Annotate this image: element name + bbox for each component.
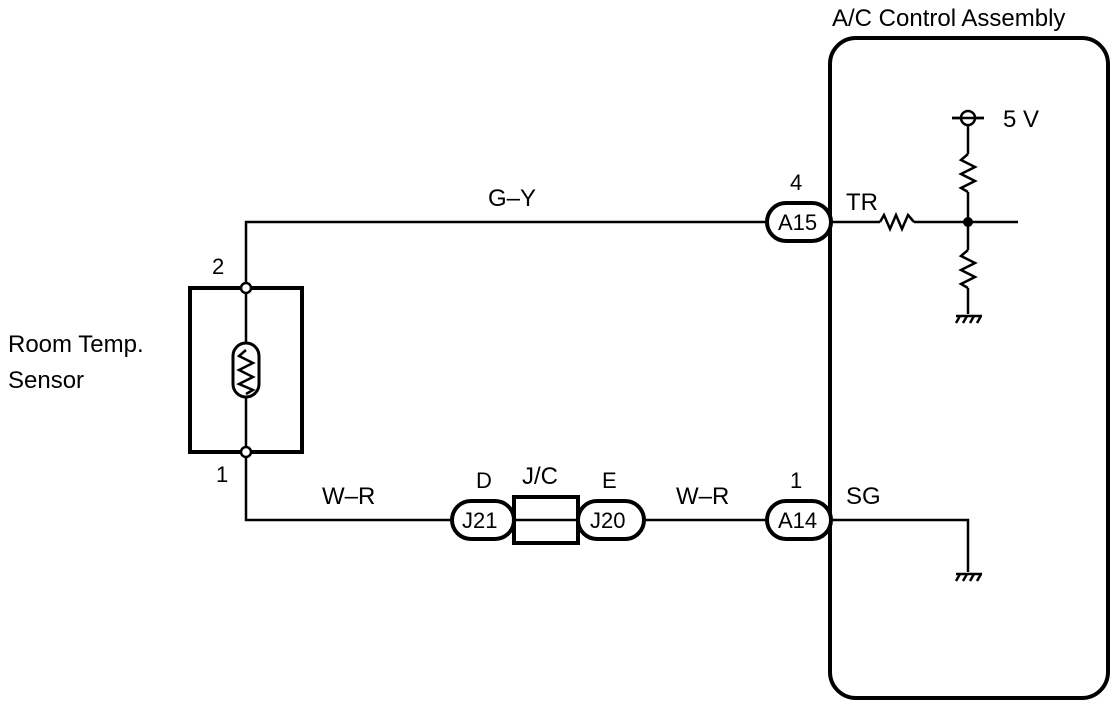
- connector-a14-label: A14: [778, 508, 817, 533]
- ground-icon-upper: [954, 314, 983, 324]
- sensor-pin-2: 2: [212, 254, 224, 279]
- thermistor-zigzag: [236, 349, 256, 396]
- pulldown-resistor: [958, 249, 978, 290]
- ground-icon-lower: [954, 572, 983, 582]
- junction-pin-d: D: [476, 468, 492, 493]
- sensor-terminal-2: [239, 281, 253, 295]
- connector-j21-label: J21: [462, 508, 497, 533]
- sensor-pin-1: 1: [216, 462, 228, 487]
- tr-resistor: [878, 211, 915, 233]
- connector-a14-signal: SG: [846, 483, 881, 510]
- wire-bottom-right-label: W–R: [676, 483, 729, 510]
- sensor-terminal-1: [239, 445, 253, 459]
- sg-line: [831, 518, 970, 572]
- ac-control-assembly-box: [828, 36, 1110, 700]
- connector-a15-signal: TR: [846, 189, 878, 216]
- pullup-resistor: [958, 153, 978, 194]
- connector-a15-pin: 4: [790, 170, 802, 195]
- junction-label: J/C: [522, 463, 558, 490]
- connector-j20-label: J20: [590, 508, 625, 533]
- sensor-label-line1: Room Temp.: [8, 331, 144, 358]
- wire-top: [244, 220, 767, 283]
- ac-control-assembly-title: A/C Control Assembly: [832, 5, 1065, 32]
- supply-label: 5 V: [1003, 106, 1039, 133]
- sensor-label-line2: Sensor: [8, 367, 84, 394]
- connector-a15-label: A15: [778, 210, 817, 235]
- connector-a14-pin: 1: [790, 468, 802, 493]
- wire-bottom-left-label: W–R: [322, 483, 375, 510]
- junction-pin-e: E: [602, 468, 617, 493]
- wire-bottom-left: [244, 457, 452, 522]
- wire-top-label: G–Y: [488, 185, 536, 212]
